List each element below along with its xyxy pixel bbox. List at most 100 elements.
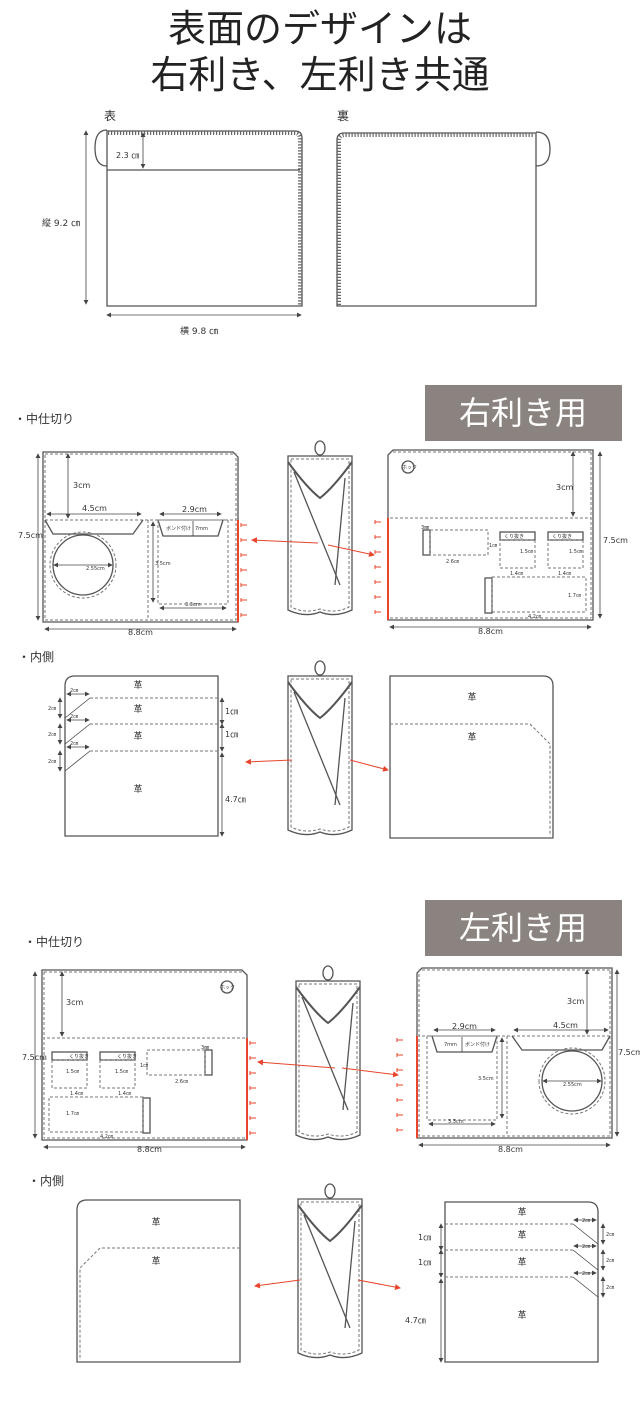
bond-depth: 7mm bbox=[444, 1042, 457, 1048]
dim-p4-width: 4.2㎝ bbox=[528, 614, 541, 620]
leather-label: 革 bbox=[517, 1229, 526, 1241]
arrow-icon bbox=[327, 544, 375, 557]
dim-step: 2㎝ bbox=[582, 1218, 590, 1224]
right-inner-heading: ・内側 bbox=[18, 650, 54, 664]
dim-bottom: 4.7㎝ bbox=[225, 795, 246, 804]
dim-circle: 2.55cm bbox=[563, 1082, 582, 1088]
leather-label: 革 bbox=[133, 679, 142, 691]
divider-panel-a-mirrored: 3cm 4.5cm 2.9cm ボンド付け 7mm 2.55cm 3.5cm 3… bbox=[396, 968, 640, 1154]
pouch-side-view bbox=[295, 965, 361, 1141]
flap-dimension: 2.3 ㎝ bbox=[116, 151, 139, 160]
dim-gap: 1㎝ bbox=[225, 730, 238, 739]
dim-gap: 1㎝ bbox=[418, 1258, 431, 1267]
inner-panel-left: 革 革 革 革 2㎝ 2㎝ 2㎝ 2㎝ 2㎝ 2㎝ 1㎝ 1㎝ 4.7㎝ bbox=[48, 676, 246, 836]
leather-label: 革 bbox=[151, 1255, 160, 1267]
d-ring-icon bbox=[535, 131, 551, 167]
d-ring-icon bbox=[94, 129, 108, 167]
dim-gap: 1㎝ bbox=[225, 707, 238, 716]
left-inner-heading: ・内側 bbox=[28, 1174, 64, 1188]
back-label: 裏 bbox=[337, 108, 349, 123]
dim-slit: 3㎜ bbox=[201, 1045, 209, 1051]
dim-step: 2㎝ bbox=[48, 759, 56, 765]
arrow-icon bbox=[251, 537, 319, 544]
divider-panel-b: ホック 3cm 3㎜ 1㎝ 2.6㎝ くり抜き くり抜き 1.5㎝ 1.4㎝ 1… bbox=[374, 450, 628, 636]
leather-label: 革 bbox=[133, 783, 142, 795]
dim-top: 3cm bbox=[73, 481, 90, 490]
dim-p2-width: 1.4㎝ bbox=[118, 1091, 131, 1097]
cutout-label: くり抜き bbox=[504, 533, 524, 540]
snap-label: ホック bbox=[402, 465, 417, 471]
arrow-icon bbox=[254, 1279, 301, 1289]
dim-p2-height: 1.5㎝ bbox=[520, 549, 533, 555]
dim-p3-width: 1.4㎝ bbox=[70, 1091, 83, 1097]
arrow-icon bbox=[245, 758, 293, 765]
cutout-label: くり抜き bbox=[552, 533, 572, 540]
dim-top: 3cm bbox=[66, 998, 83, 1007]
right-divider-heading: ・中仕切り bbox=[14, 411, 74, 426]
dim-pocket-height: 3.5cm bbox=[155, 561, 171, 567]
arrow-icon bbox=[257, 1059, 336, 1069]
dim-pocket-bottom: 3.3cm bbox=[448, 1119, 464, 1125]
leather-label: 革 bbox=[467, 731, 476, 743]
dim-height: 7.5cm bbox=[618, 1048, 640, 1057]
dim-p4-height: 1.7㎝ bbox=[568, 593, 581, 599]
pouch-side-view bbox=[287, 660, 353, 836]
dim-step: 2㎝ bbox=[70, 741, 78, 747]
back-view: 裏 bbox=[336, 108, 551, 307]
bond-label: ボンド付け bbox=[166, 525, 191, 532]
dim-height: 7.5cm bbox=[22, 1053, 47, 1062]
dim-step: 2㎝ bbox=[48, 732, 56, 738]
dim-step: 2㎝ bbox=[70, 688, 78, 694]
dim-step: 2㎝ bbox=[582, 1271, 590, 1277]
dim-p2-height: 1.5㎝ bbox=[115, 1069, 128, 1075]
left-divider-heading: ・中仕切り bbox=[24, 934, 84, 949]
dim-p1-width: 2.6㎝ bbox=[175, 1079, 188, 1085]
right-hand-banner-text: 右利き用 bbox=[459, 394, 587, 432]
left-hand-banner-text: 左利き用 bbox=[459, 909, 587, 947]
dim-p2-width: 1.4㎝ bbox=[510, 571, 523, 577]
arrow-icon bbox=[357, 1279, 401, 1291]
bond-depth: 7mm bbox=[195, 526, 208, 532]
dim-step: 2㎝ bbox=[606, 1285, 614, 1291]
dim-p4-height: 1.7㎝ bbox=[66, 1111, 79, 1117]
left-hand-banner bbox=[425, 900, 622, 956]
dim-step: 2㎝ bbox=[582, 1244, 590, 1250]
dim-p3-width: 1.4㎝ bbox=[558, 571, 571, 577]
dim-height: 7.5cm bbox=[603, 536, 628, 545]
bond-label: ボンド付け bbox=[465, 1041, 490, 1048]
dim-slot-width: 4.5cm bbox=[553, 1021, 578, 1030]
arrow-icon bbox=[349, 759, 389, 772]
dim-gap: 1㎝ bbox=[418, 1233, 431, 1242]
cutout-label: くり抜き bbox=[117, 1053, 137, 1060]
dim-top: 3cm bbox=[567, 997, 584, 1006]
inner-panel-left-mirrored: 革 革 bbox=[76, 1199, 241, 1363]
dim-p1-height: 1㎝ bbox=[140, 1063, 148, 1069]
dim-width: 8.8cm bbox=[137, 1145, 162, 1154]
front-view: 表 2.3 ㎝ 縦 9.2 ㎝ 横 9.8 ㎝ bbox=[42, 109, 303, 337]
dim-width: 8.8cm bbox=[478, 627, 503, 636]
dim-slit: 3㎜ bbox=[421, 525, 429, 531]
pouch-side-view bbox=[287, 440, 353, 616]
dim-bottom: 4.7㎝ bbox=[405, 1316, 426, 1325]
width-dimension: 横 9.8 ㎝ bbox=[180, 325, 218, 337]
leather-label: 革 bbox=[517, 1206, 526, 1218]
divider-panel-a: 3cm 4.5cm 2.9cm ボンド付け 7mm 2.55cm 3.5cm 3… bbox=[18, 452, 248, 637]
leather-label: 革 bbox=[517, 1256, 526, 1268]
dim-width: 8.8cm bbox=[128, 628, 153, 637]
leather-label: 革 bbox=[151, 1216, 160, 1228]
dim-pocket-width: 2.9cm bbox=[452, 1022, 477, 1031]
snap-label: ホック bbox=[220, 985, 235, 991]
dim-step: 2㎝ bbox=[606, 1258, 614, 1264]
dim-width: 8.8cm bbox=[498, 1145, 523, 1154]
height-dimension: 縦 9.2 ㎝ bbox=[42, 217, 80, 229]
dim-step: 2㎝ bbox=[48, 706, 56, 712]
dim-step: 2㎝ bbox=[606, 1232, 614, 1238]
dim-circle: 2.55cm bbox=[86, 566, 105, 572]
dim-pocket-width: 2.9cm bbox=[182, 505, 207, 514]
arrow-icon bbox=[341, 1067, 399, 1078]
inner-panel-right-mirrored: 革 革 革 革 2㎝ 2㎝ 2㎝ 2㎝ 2㎝ 2㎝ 1㎝ 1㎝ 4.7㎝ bbox=[405, 1202, 614, 1362]
title-line-1: 表面のデザインは bbox=[168, 7, 472, 51]
inner-panel-right: 革 革 bbox=[389, 675, 554, 839]
dim-height: 7.5cm bbox=[18, 531, 43, 540]
dim-slot-width: 4.5cm bbox=[82, 504, 107, 513]
